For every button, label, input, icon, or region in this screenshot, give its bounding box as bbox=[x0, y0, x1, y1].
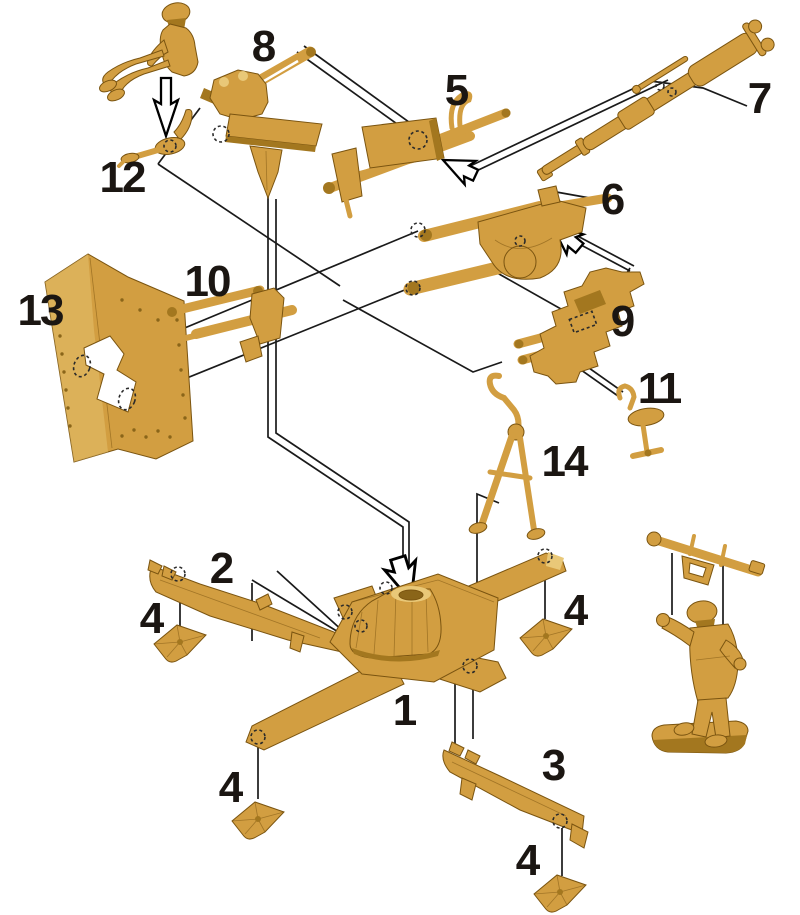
part-label-4b: 4 bbox=[563, 586, 589, 635]
part-label-10: 10 bbox=[184, 257, 232, 306]
part-label-14: 14 bbox=[541, 437, 589, 486]
part-label-12: 12 bbox=[99, 153, 147, 202]
part-label-4a: 4 bbox=[139, 594, 165, 643]
part-5-upper-cradle bbox=[323, 91, 511, 219]
rangefinder-part bbox=[646, 531, 766, 586]
arrow-into-part-5 bbox=[440, 158, 480, 188]
part-label-9: 9 bbox=[610, 297, 636, 346]
part-11-crew-seat bbox=[616, 383, 665, 459]
part-6-recoil-cradle bbox=[403, 185, 613, 296]
part-label-8: 8 bbox=[251, 22, 277, 71]
shield-rivets bbox=[54, 298, 187, 439]
part-13-gun-shield bbox=[44, 253, 194, 463]
part-label-1: 1 bbox=[392, 686, 418, 735]
part-8-top-carriage bbox=[200, 46, 323, 200]
part-14-sight-frame bbox=[468, 372, 546, 540]
part-10-equilibrator bbox=[165, 285, 297, 363]
leader-lines bbox=[85, 45, 748, 876]
part-label-13: 13 bbox=[17, 286, 65, 335]
part-label-3: 3 bbox=[541, 741, 567, 790]
part-2-outrigger-leg bbox=[147, 559, 345, 653]
part-4-foot-pad-bottom-right bbox=[533, 874, 587, 913]
part-label-11: 11 bbox=[637, 364, 682, 413]
standing-soldier-figure bbox=[651, 600, 749, 754]
part-label-2: 2 bbox=[209, 544, 235, 593]
part-1-cruciform-base bbox=[245, 552, 567, 751]
seated-gunner-figure bbox=[99, 2, 199, 102]
part-3-outrigger-leg bbox=[442, 741, 589, 849]
part-12-gunner-seat bbox=[117, 109, 193, 168]
part-label-6: 6 bbox=[600, 175, 626, 224]
part-7-gun-barrel bbox=[536, 19, 775, 182]
attachment-markers bbox=[72, 81, 677, 829]
part-label-7: 7 bbox=[747, 74, 773, 123]
part-label-5: 5 bbox=[444, 66, 470, 115]
part-label-4c: 4 bbox=[218, 763, 244, 812]
part-9-elevating-mount bbox=[513, 267, 645, 385]
part-label-4d: 4 bbox=[515, 836, 541, 885]
arrow-figure-to-seat bbox=[151, 76, 181, 140]
